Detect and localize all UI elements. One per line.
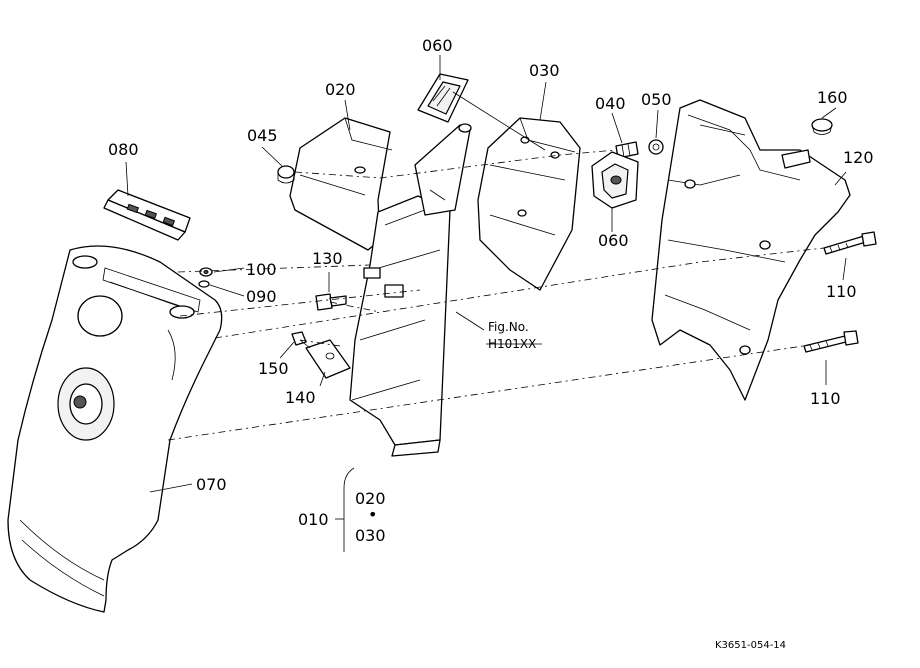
label-060-lower: 060 (598, 231, 629, 250)
label-140: 140 (285, 388, 316, 407)
grommet-045 (277, 165, 295, 184)
nut-100 (199, 267, 213, 277)
figure-ref-line2: H101XX (488, 337, 536, 351)
label-110-upper: 110 (826, 282, 857, 301)
cap-050 (648, 139, 664, 155)
boot-060-lower (591, 151, 639, 209)
part-labels: 060 030 020 045 040 050 160 120 080 060 … (108, 36, 874, 651)
label-030: 030 (529, 61, 560, 80)
label-030-set: 030 (355, 526, 386, 545)
label-010-assembly: 010 (298, 510, 329, 529)
label-050: 050 (641, 90, 672, 109)
label-120: 120 (843, 148, 874, 167)
label-060-top: 060 (422, 36, 453, 55)
set-separator: • (368, 505, 377, 524)
rear-cover-120 (651, 99, 851, 401)
label-160: 160 (817, 88, 848, 107)
label-090: 090 (246, 287, 277, 306)
figure-ref-line1: Fig.No. (488, 320, 529, 334)
label-100: 100 (246, 260, 277, 279)
screw-130 (315, 293, 347, 311)
label-040: 040 (595, 94, 626, 113)
leader-lines (125, 55, 847, 552)
alignment-lines (167, 149, 825, 441)
boot-060-top (417, 73, 469, 123)
label-020: 020 (325, 80, 356, 99)
label-070: 070 (196, 475, 227, 494)
label-110-lower: 110 (810, 389, 841, 408)
label-045: 045 (247, 126, 278, 145)
lower-panel-030 (477, 117, 581, 291)
label-130: 130 (312, 249, 343, 268)
upper-panel-020 (289, 117, 393, 251)
screw-150 (291, 331, 311, 349)
label-150: 150 (258, 359, 289, 378)
switch-bezel-080 (103, 189, 191, 241)
drawing-code: K3651-054-14 (715, 640, 786, 651)
label-020-set: 020 (355, 489, 386, 508)
washer-090 (198, 280, 210, 288)
plug-160 (811, 118, 833, 135)
bolt-110-lower (803, 330, 859, 353)
bracket-140 (305, 339, 351, 379)
front-panel-070 (7, 245, 223, 613)
label-080: 080 (108, 140, 139, 159)
bolt-110-upper (823, 231, 877, 255)
